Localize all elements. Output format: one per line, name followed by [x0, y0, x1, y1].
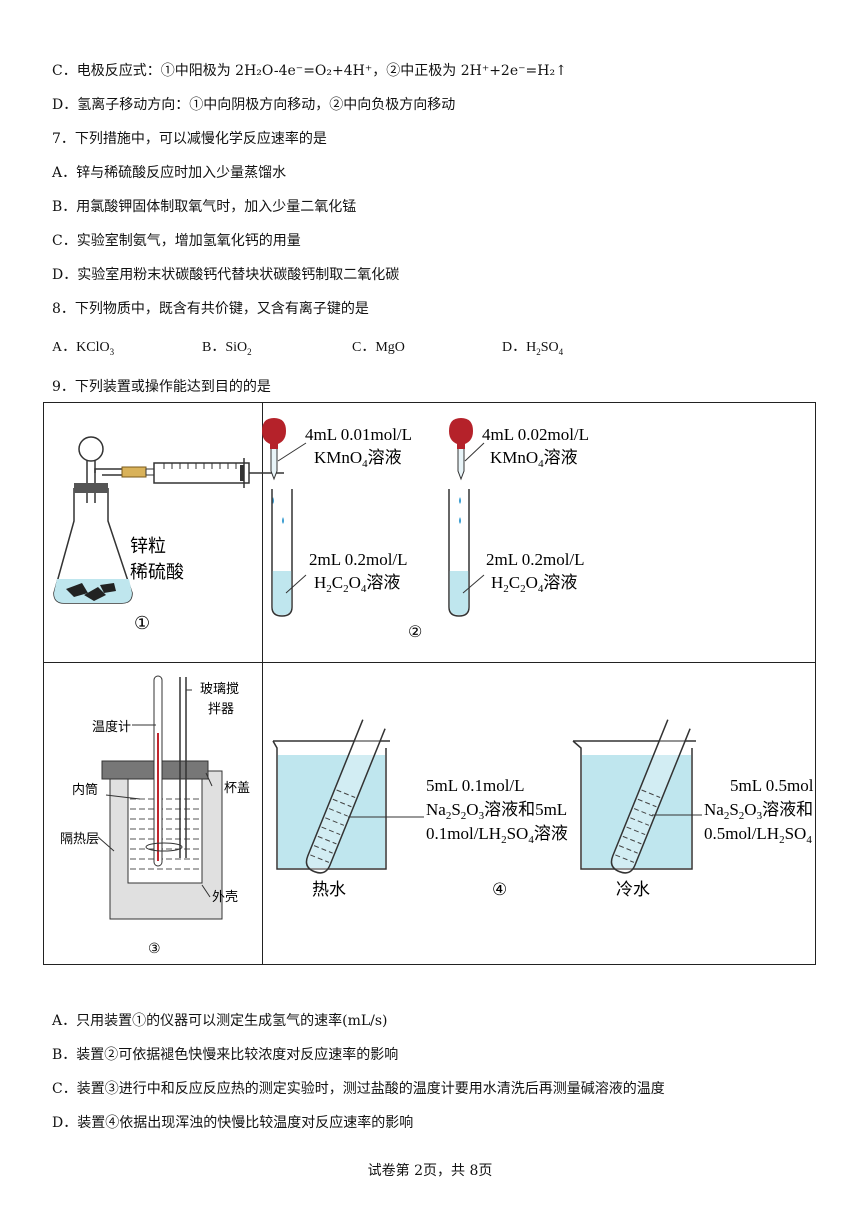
- question-8: 8．下列物质中，既含有共价键，又含有离子键的是: [52, 301, 369, 317]
- q7-option-d: D．实验室用粉末状碳酸钙代替块状碳酸钙制取二氧化碳: [52, 267, 400, 283]
- cold-tube-thiosulfate: Na2S2O3溶液和: [704, 800, 813, 822]
- q8-option-c: C．MgO: [352, 340, 405, 355]
- hot-tube-concentration: 5mL 0.1mol/L: [426, 776, 525, 795]
- kmno4-right-concentration: 4mL 0.02mol/L: [482, 425, 589, 444]
- q9-option-a: A．只用装置①的仪器可以测定生成氢气的速率(mL/s): [52, 1013, 388, 1029]
- question-9: 9．下列装置或操作能达到目的的是: [52, 379, 271, 395]
- apparatus-4-beakers: [272, 719, 702, 874]
- option-c-prev: C．电极反应式：①中阳极为 2H₂O-4e⁻=O₂+4H⁺，②中正极为 2H⁺+…: [52, 63, 567, 79]
- h2c2o4-left-solution: H2C2O4溶液: [314, 573, 400, 595]
- kmno4-left-concentration: 4mL 0.01mol/L: [305, 425, 412, 444]
- thermometer-label: 温度计: [92, 719, 131, 734]
- apparatus-1-flask-syringe: [53, 436, 284, 604]
- q9-option-d: D．装置④依据出现浑浊的快慢比较温度对反应速率的影响: [52, 1115, 414, 1131]
- acid-label: 稀硫酸: [130, 562, 184, 582]
- apparatus-3-calorimeter: [97, 675, 223, 920]
- insulation-label: 隔热层: [60, 831, 99, 846]
- hot-water-label: 热水: [312, 880, 346, 899]
- page-footer: 试卷第 2页，共 8页: [367, 1163, 493, 1179]
- q7-option-a: A．锌与稀硫酸反应时加入少量蒸馏水: [52, 165, 287, 181]
- kmno4-left-solution: KMnO4溶液: [314, 448, 402, 470]
- apparatus-2-label: ②: [408, 624, 422, 641]
- apparatus-4-label: ④: [492, 880, 507, 899]
- apparatus-1-label: ①: [134, 613, 150, 633]
- q9-option-c: C．装置③进行中和反应反应热的测定实验时，测过盐酸的温度计要用水清洗后再测量碱溶…: [52, 1081, 665, 1097]
- kmno4-right-solution: KMnO4溶液: [490, 448, 578, 470]
- h2c2o4-right-solution: H2C2O4溶液: [491, 573, 577, 595]
- cold-water-label: 冷水: [616, 880, 650, 899]
- cold-tube-sulfuric-acid: 0.5mol/LH2SO4: [704, 824, 812, 846]
- hot-tube-sulfuric-acid: 0.1mol/LH2SO4溶液: [426, 824, 568, 846]
- stirrer-label-line2: 拌器: [208, 701, 234, 716]
- option-d-prev: D．氢离子移动方向：①中向阴极方向移动，②中向负极方向移动: [52, 97, 456, 113]
- question-7: 7．下列措施中，可以减慢化学反应速率的是: [52, 131, 327, 147]
- cold-tube-concentration: 5mL 0.5mol: [730, 776, 814, 795]
- q8-option-b: B．SiO2: [202, 340, 252, 357]
- h2c2o4-right-concentration: 2mL 0.2mol/L: [486, 550, 585, 569]
- q8-option-d: D．H2SO4: [502, 340, 564, 357]
- inner-cup-label: 内筒: [72, 782, 98, 797]
- hot-tube-thiosulfate: Na2S2O3溶液和5mL: [426, 800, 567, 822]
- h2c2o4-left-concentration: 2mL 0.2mol/L: [309, 550, 408, 569]
- shell-label: 外壳: [212, 889, 238, 904]
- apparatus-2-test-tubes: [262, 418, 485, 617]
- lid-label: 杯盖: [224, 780, 250, 795]
- zinc-label: 锌粒: [130, 536, 166, 556]
- q7-option-b: B．用氯酸钾固体制取氧气时，加入少量二氧化锰: [52, 199, 357, 215]
- q7-option-c: C．实验室制氨气，增加氢氧化钙的用量: [52, 233, 301, 249]
- apparatus-3-label: ③: [148, 942, 161, 957]
- q8-option-a: A．KClO3: [52, 340, 115, 357]
- apparatus-figure: 锌粒 稀硫酸 ① 4mL 0.01mol/L KMnO4溶液 4mL 0.: [43, 402, 816, 965]
- stirrer-label-line1: 玻璃搅: [200, 681, 239, 696]
- q9-option-b: B．装置②可依据褪色快慢来比较浓度对反应速率的影响: [52, 1047, 399, 1063]
